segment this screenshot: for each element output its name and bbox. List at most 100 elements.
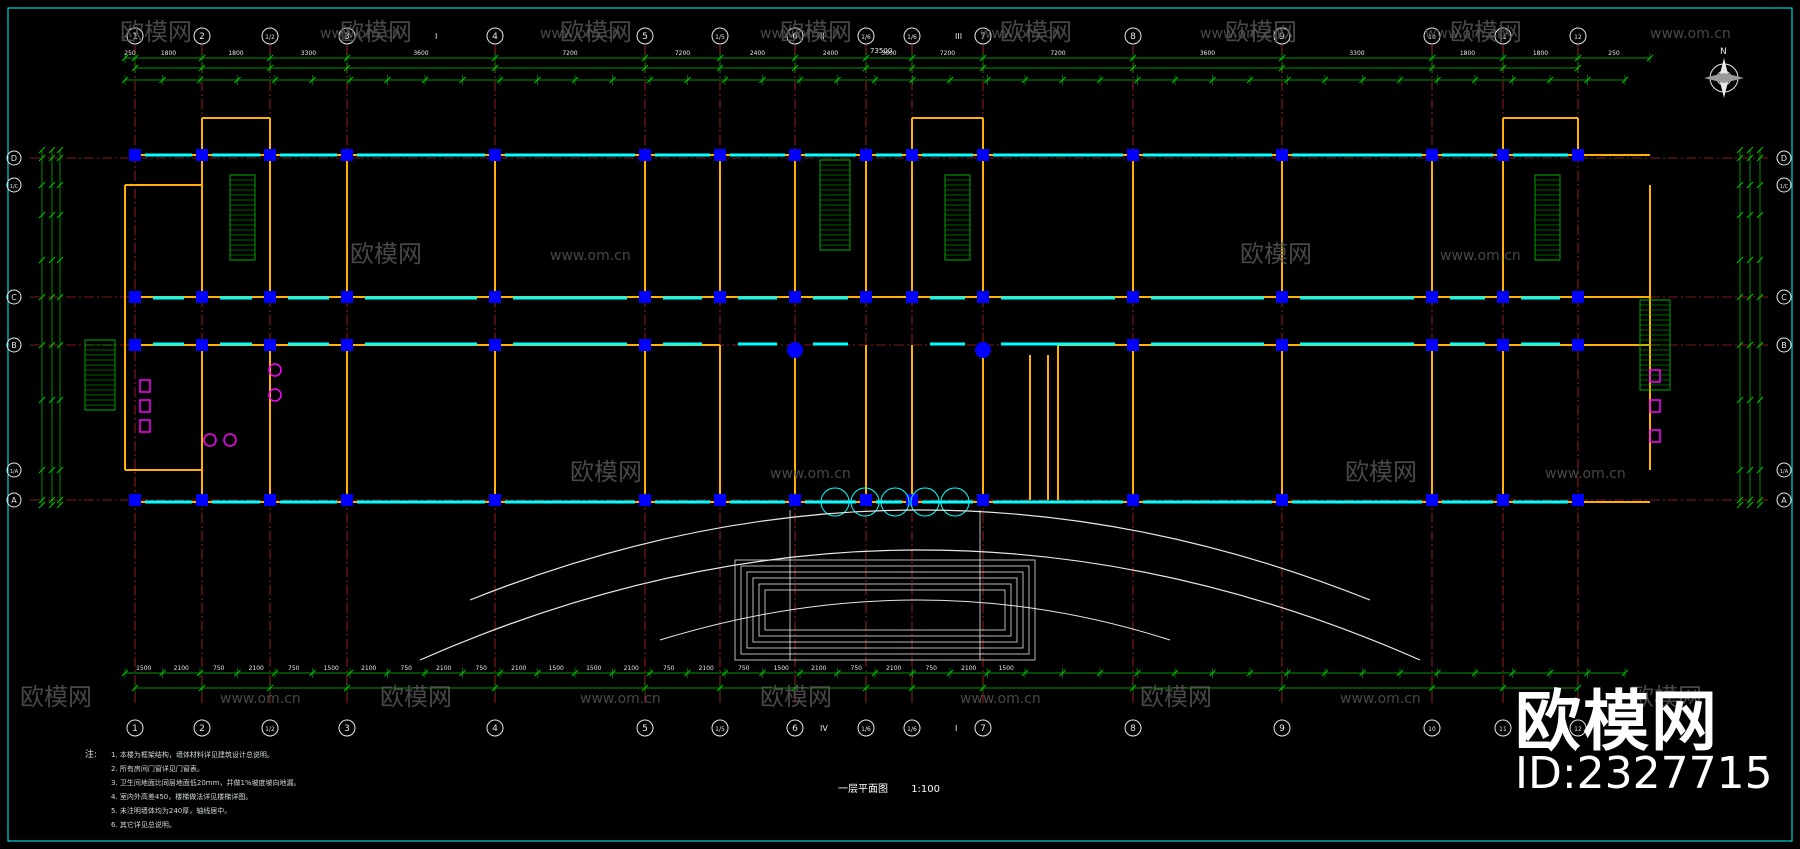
dimension-tick: [1746, 146, 1754, 154]
column: [1497, 291, 1509, 303]
axis-bubble-label: 11: [1499, 726, 1507, 733]
dimension-text: 750: [288, 665, 300, 672]
axis-bubble-label: 1/C: [1780, 184, 1789, 190]
dimension-text: 1800: [1533, 50, 1548, 57]
axis-bubble-label: 5: [642, 724, 648, 734]
watermark-brand-tile: 欧模网: [20, 683, 92, 711]
axis-bubble-label: 7: [980, 724, 986, 734]
column: [264, 494, 276, 506]
axis-bubble: [711, 719, 729, 737]
axis-bubble: [1273, 27, 1291, 45]
dimension-tick: [1746, 396, 1754, 404]
column: [1572, 339, 1584, 351]
watermark-site-tile: www.om.cn: [960, 691, 1041, 707]
dimension-tick: [1756, 466, 1764, 474]
basin-fixture: [203, 433, 217, 447]
dimension-tick: [1736, 256, 1744, 264]
dimension-tick: [1736, 466, 1744, 474]
column: [341, 149, 353, 161]
dimension-tick: [1736, 496, 1744, 504]
column: [639, 494, 651, 506]
watermark-brand-tile: 欧模网: [340, 18, 412, 46]
column: [196, 149, 208, 161]
watermark-site-tile: www.om.cn: [220, 691, 301, 707]
column: [1497, 339, 1509, 351]
axis-bubble-label: 1/A: [10, 469, 19, 475]
dimension-tick: [56, 496, 64, 504]
column: [489, 494, 501, 506]
watermark-brand-tile: 欧模网: [380, 683, 452, 711]
dimension-tick: [38, 154, 46, 162]
axis-bubble: [711, 27, 729, 45]
axis-bubble-label: 1/6: [861, 34, 871, 41]
stair-flight: [229, 174, 256, 261]
axis-bubble: [1124, 27, 1142, 45]
dimension-text: 2100: [511, 665, 526, 672]
column: [1497, 149, 1509, 161]
revolving-door: [910, 487, 940, 517]
dimension-tick: [48, 146, 56, 154]
north-label: N: [1720, 47, 1727, 57]
entrance-step: [752, 577, 1018, 643]
dimension-tick: [38, 341, 46, 349]
dimension-tick: [48, 154, 56, 162]
watermark-site-tile: www.om.cn: [1340, 691, 1421, 707]
entrance-step: [746, 571, 1024, 649]
dimension-text: 1800: [228, 50, 243, 57]
axis-bubble: [486, 719, 504, 737]
axis-bubble-label: D: [11, 154, 17, 163]
notes-label: 注:: [85, 750, 98, 760]
dimension-tick: [38, 256, 46, 264]
column: [264, 339, 276, 351]
column: [196, 494, 208, 506]
axis-bubble: [786, 27, 804, 45]
axis-bubble-label: 11: [1499, 34, 1507, 41]
stair-flight: [944, 174, 971, 261]
watermark-brand-tile: 欧模网: [120, 18, 192, 46]
axis-bubble: [636, 27, 654, 45]
column: [264, 291, 276, 303]
watermark-site-tile: www.om.cn: [1200, 26, 1281, 42]
dimension-tick: [38, 501, 46, 509]
watermark-brand: 欧模网: [1515, 683, 1719, 760]
column: [1276, 149, 1288, 161]
overall-dimension: 73500: [870, 47, 892, 55]
watermark-brand-tile: 欧模网: [1225, 18, 1297, 46]
watermark-brand-tile: 欧模网: [780, 18, 852, 46]
dimension-text: 3600: [413, 50, 428, 57]
dimension-tick: [1736, 154, 1744, 162]
dimension-text: 2100: [811, 665, 826, 672]
axis-bubble-label: 1/6: [907, 34, 917, 41]
dimension-tick: [1746, 256, 1754, 264]
dimension-tick: [56, 396, 64, 404]
axis-bubble-label: A: [1781, 496, 1787, 505]
column: [1426, 291, 1438, 303]
axis-bubble: [6, 177, 22, 193]
axis-bubble-label: 2: [199, 724, 205, 734]
dimension-tick: [48, 211, 56, 219]
sheet-frame: [7, 7, 1793, 842]
axis-bubble: [486, 27, 504, 45]
axis-bubble: [6, 337, 22, 353]
toilet-fixture: [1649, 399, 1661, 413]
section-mark: I: [955, 724, 957, 733]
axis-bubble: [1494, 27, 1512, 45]
axis-bubble: [1776, 462, 1792, 478]
axis-bubble: [6, 462, 22, 478]
ramp-arc: [419, 549, 1421, 661]
toilet-fixture: [139, 399, 151, 413]
watermark-brand-tile: 欧模网: [1345, 458, 1417, 486]
dimension-tick: [56, 256, 64, 264]
revolving-door: [940, 487, 970, 517]
dimension-tick: [1746, 496, 1754, 504]
column: [341, 494, 353, 506]
dimension-tick: [1756, 211, 1764, 219]
dimension-tick: [56, 293, 64, 301]
dimension-tick: [38, 396, 46, 404]
dimension-tick: [38, 146, 46, 154]
dimension-tick: [1736, 396, 1744, 404]
column: [1276, 339, 1288, 351]
dimension-tick: [38, 466, 46, 474]
axis-bubble: [1494, 719, 1512, 737]
watermark-brand-tile: 欧模网: [1450, 18, 1522, 46]
